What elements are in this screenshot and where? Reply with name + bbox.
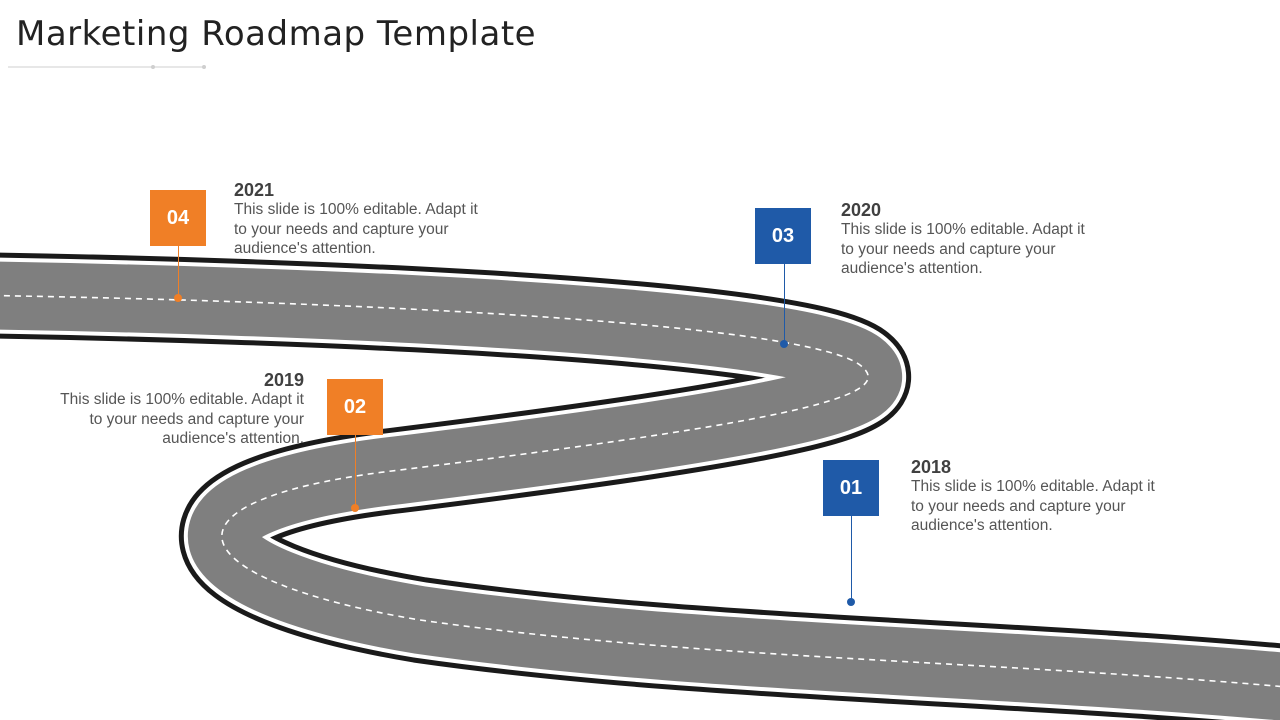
milestone-text-01: 2018 This slide is 100% editable. Adapt …	[911, 457, 1161, 536]
milestone-desc-04: This slide is 100% editable. Adapt it to…	[234, 201, 478, 257]
milestone-number-01: 01	[839, 476, 863, 499]
title-underline	[8, 65, 206, 69]
milestone-year-01: 2018	[911, 457, 952, 477]
milestone-dot-01	[847, 598, 855, 606]
milestone-year-04: 2021	[234, 180, 275, 200]
milestone-number-04: 04	[166, 206, 190, 229]
milestone-year-02: 2019	[263, 370, 304, 390]
milestone-stem-02	[355, 435, 356, 507]
milestone-badge-03: 03	[755, 208, 811, 264]
milestone-desc-02: This slide is 100% editable. Adapt it to…	[60, 391, 304, 447]
milestone-stem-03	[784, 264, 785, 342]
milestone-desc-03: This slide is 100% editable. Adapt it to…	[841, 221, 1085, 277]
road-center-line	[0, 294, 1280, 688]
milestone-text-03: 2020 This slide is 100% editable. Adapt …	[841, 200, 1091, 279]
milestone-desc-01: This slide is 100% editable. Adapt it to…	[911, 478, 1155, 534]
milestone-badge-04: 04	[150, 190, 206, 246]
milestone-number-02: 02	[343, 395, 367, 418]
milestone-stem-04	[178, 246, 179, 298]
milestone-dot-02	[351, 504, 359, 512]
milestone-text-02: 2019 This slide is 100% editable. Adapt …	[54, 370, 304, 449]
milestone-number-03: 03	[771, 224, 795, 247]
milestone-text-04: 2021 This slide is 100% editable. Adapt …	[234, 180, 484, 259]
milestone-stem-01	[851, 516, 852, 602]
milestone-dot-03	[780, 340, 788, 348]
milestone-year-03: 2020	[841, 200, 882, 220]
page-title: Marketing Roadmap Template	[16, 14, 537, 54]
milestone-dot-04	[174, 294, 182, 302]
road	[0, 252, 1280, 720]
milestone-badge-02: 02	[327, 379, 383, 435]
milestone-badge-01: 01	[823, 460, 879, 516]
